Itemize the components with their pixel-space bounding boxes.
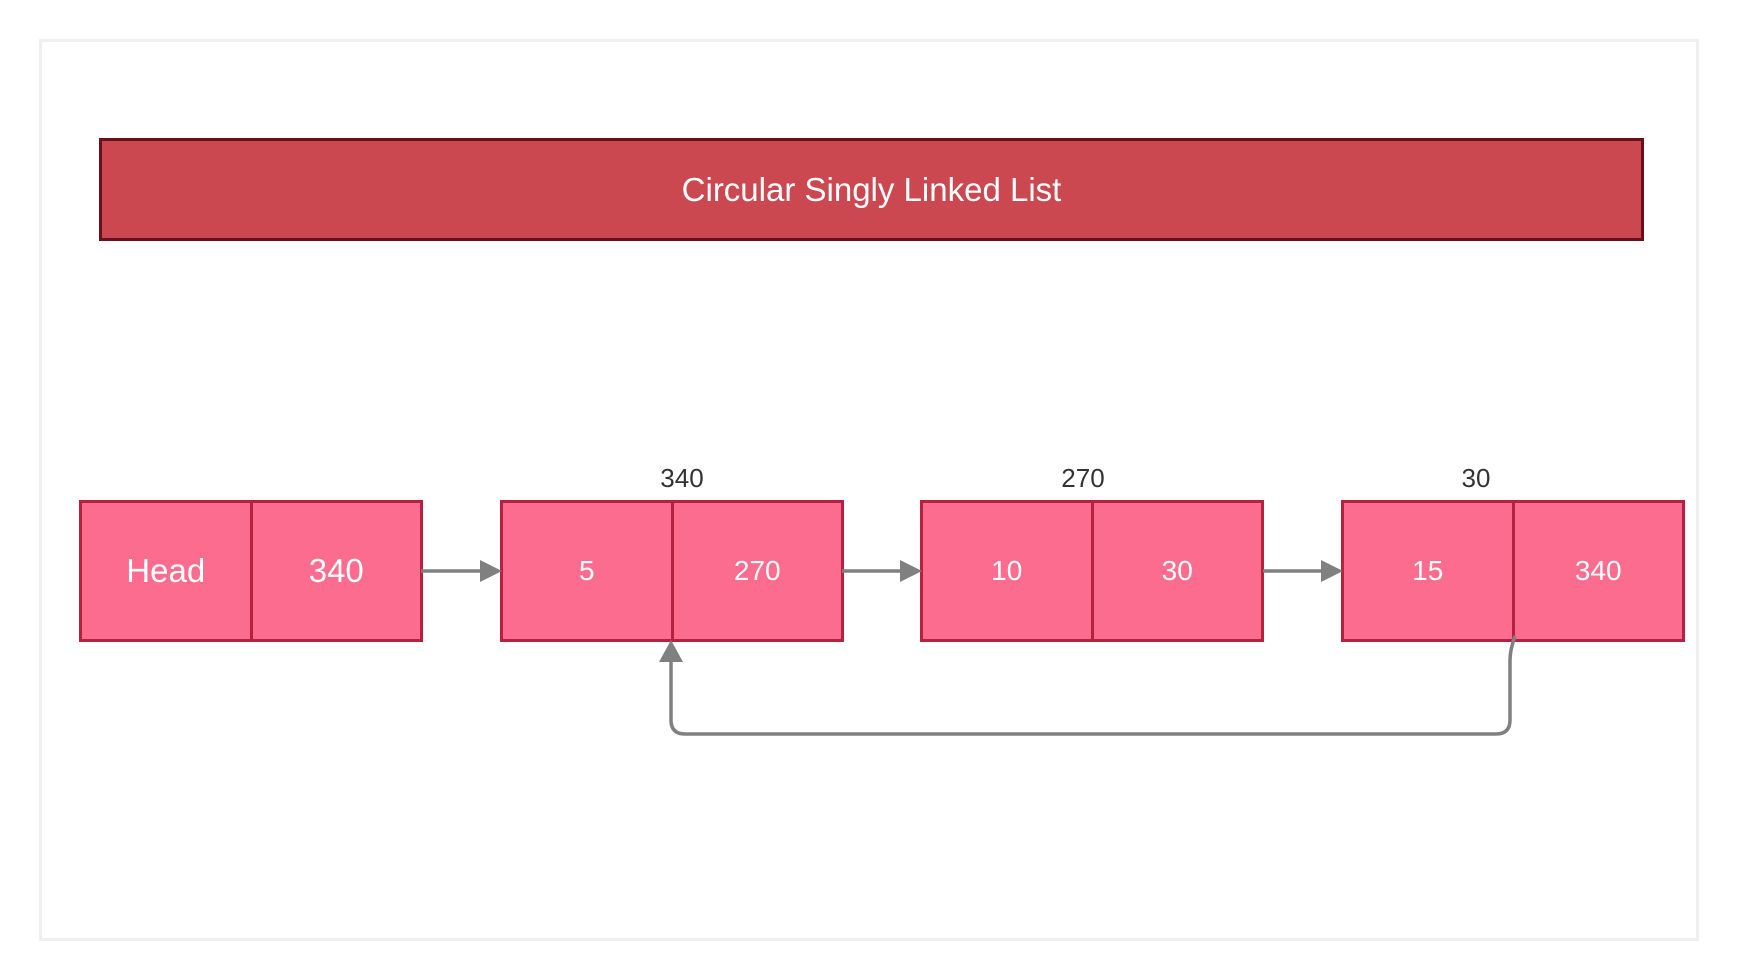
node-next-cell: 340 [1514,500,1685,642]
node-address-label: 30 [1461,463,1491,493]
head-label-cell: Head [79,500,253,642]
list-node-2: 10 30 [920,500,1264,642]
list-node-3: 15 340 [1341,500,1685,642]
head-pointer-cell: 340 [252,500,423,642]
node-next-cell: 30 [1093,500,1264,642]
node-data-cell: 5 [500,500,674,642]
node-data-cell: 15 [1341,500,1515,642]
node-data-cell: 10 [920,500,1094,642]
diagram-title: Circular Singly Linked List [99,138,1644,241]
node-next-cell: 270 [673,500,844,642]
node-address-label: 270 [1061,463,1105,493]
head-node: Head 340 [79,500,423,642]
list-node-1: 5 270 [500,500,844,642]
node-address-label: 340 [660,463,704,493]
